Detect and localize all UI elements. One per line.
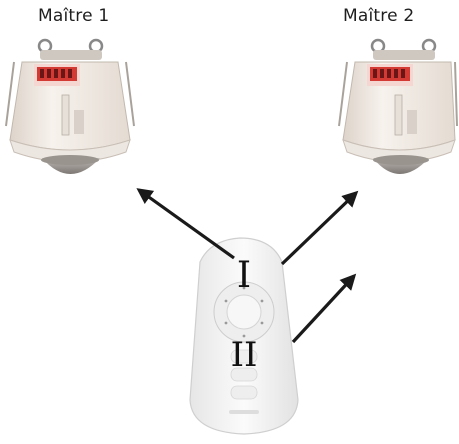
master-2-label: Maître 2 xyxy=(343,6,415,26)
remote-control: I II xyxy=(189,237,299,435)
signal-arrows xyxy=(136,188,359,344)
master-2-sensor xyxy=(338,38,458,174)
arrow-from-mark-two xyxy=(291,273,357,344)
arrow-to-master-2 xyxy=(280,190,359,266)
master-1-label: Maître 1 xyxy=(38,6,110,26)
remote-mark-two: II xyxy=(231,335,258,375)
arrow-to-master-1 xyxy=(136,188,235,260)
remote-mark-one: I xyxy=(237,255,251,296)
master-1-sensor xyxy=(5,38,135,174)
